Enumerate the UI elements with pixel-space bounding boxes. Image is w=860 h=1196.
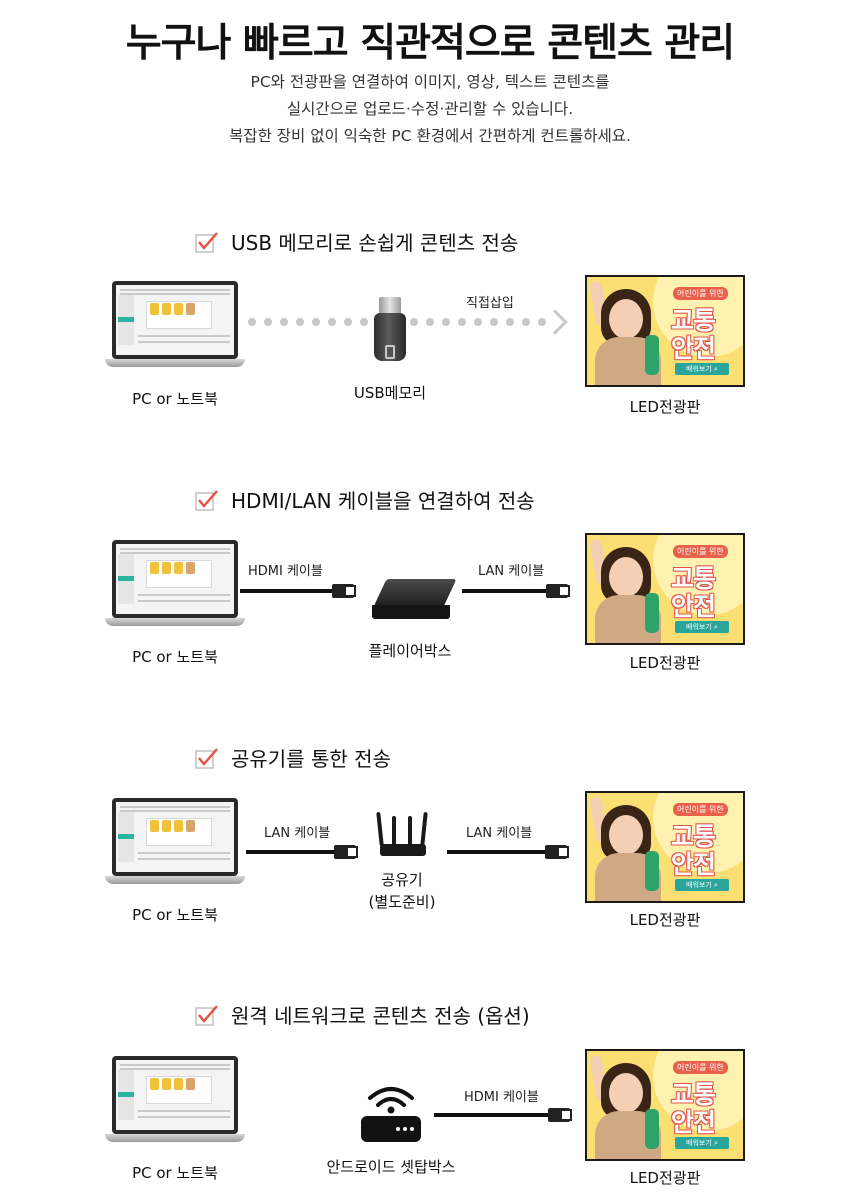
lan-cable-label: LAN 케이블 <box>478 564 545 579</box>
intro-line-2: 실시간으로 업로드·수정·관리할 수 있습니다. <box>286 100 574 118</box>
usb-stick-icon <box>373 297 407 369</box>
section-heading-text: HDMI/LAN 케이블을 연결하여 전송 <box>231 489 535 513</box>
checkbox-checked-icon <box>195 489 218 511</box>
led-screen-button: 배워보기 ⌕ <box>675 1137 729 1149</box>
checkbox-checked-icon <box>195 1004 218 1026</box>
section-heading-text: USB 메모리로 손쉽게 콘텐츠 전송 <box>231 231 519 255</box>
led-screen-button: 배워보기 ⌕ <box>675 621 729 633</box>
led-screen-button: 배워보기 ⌕ <box>675 363 729 375</box>
led-label: LED전광판 <box>629 911 701 929</box>
led-signboard-image: 어린이를 위한 교통 안전 배워보기 ⌕ <box>585 1049 745 1161</box>
section-usb-heading: USB 메모리로 손쉽게 콘텐츠 전송 <box>195 227 518 256</box>
laptop-icon <box>105 798 245 886</box>
intro-line-3: 복잡한 장비 없이 익숙한 PC 환경에서 간편하게 컨트롤하세요. <box>229 127 631 145</box>
led-signboard-image: 어린이를 위한 교통 안전 배워보기 ⌕ <box>585 791 745 903</box>
led-label: LED전광판 <box>629 654 701 672</box>
pc-label: PC or 노트북 <box>132 1164 218 1182</box>
led-screen-line2: 안전 <box>671 334 716 363</box>
pc-label: PC or 노트북 <box>132 648 218 666</box>
led-screen-tag: 어린이를 위한 <box>673 545 728 558</box>
lan-cable-label: LAN 케이블 <box>264 826 331 841</box>
router-label: 공유기 <box>381 871 423 889</box>
led-screen-line2: 안전 <box>671 1108 716 1137</box>
arrow-label: 직접삽입 <box>466 296 514 311</box>
hdmi-cable-label: HDMI 케이블 <box>464 1090 539 1105</box>
hdmi-cable-icon <box>240 582 356 602</box>
checkbox-checked-icon <box>195 747 218 769</box>
laptop-icon <box>105 281 245 369</box>
led-signboard-image: 어린이를 위한 교통 안전 배워보기 ⌕ <box>585 533 745 645</box>
pc-label: PC or 노트북 <box>132 390 218 408</box>
section-cable-heading: HDMI/LAN 케이블을 연결하여 전송 <box>195 485 535 514</box>
lan-cable-icon <box>447 843 569 863</box>
page-title: 누구나 빠르고 직관적으로 콘텐츠 관리 <box>125 21 735 66</box>
android-settop-box-icon <box>360 1086 422 1144</box>
pc-label: PC or 노트북 <box>132 906 218 924</box>
dotted-arrow-icon <box>248 309 578 338</box>
hdmi-cable-label: HDMI 케이블 <box>248 564 323 579</box>
lan-cable-icon <box>462 582 570 602</box>
section-heading-text: 공유기를 통한 전송 <box>231 747 391 771</box>
settop-box-label: 안드로이드 셋탑박스 <box>326 1158 456 1176</box>
player-box-label: 플레이어박스 <box>368 642 452 660</box>
section-remote-heading: 원격 네트워크로 콘텐츠 전송 (옵션) <box>195 1000 530 1029</box>
led-signboard-image: 어린이를 위한 교통 안전 배워보기 ⌕ <box>585 275 745 387</box>
led-screen-line2: 안전 <box>671 592 716 621</box>
led-screen-tag: 어린이를 위한 <box>673 803 728 816</box>
led-screen-line2: 안전 <box>671 850 716 879</box>
led-screen-line1: 교통 <box>671 822 716 851</box>
router-note: (별도준비) <box>368 893 436 911</box>
checkbox-checked-icon <box>195 231 218 253</box>
intro-line-1: PC와 전광판을 연결하여 이미지, 영상, 텍스트 콘텐츠를 <box>250 73 610 91</box>
laptop-icon <box>105 1056 245 1144</box>
wifi-icon <box>368 1087 414 1114</box>
laptop-icon <box>105 540 245 628</box>
led-screen-tag: 어린이를 위한 <box>673 1061 728 1074</box>
lan-cable-label: LAN 케이블 <box>466 826 533 841</box>
led-label: LED전광판 <box>629 1169 701 1187</box>
led-screen-tag: 어린이를 위한 <box>673 287 728 300</box>
led-screen-line1: 교통 <box>671 564 716 593</box>
led-label: LED전광판 <box>629 398 701 416</box>
usb-label: USB메모리 <box>353 384 427 402</box>
section-router-heading: 공유기를 통한 전송 <box>195 743 391 772</box>
lan-cable-icon <box>246 843 358 863</box>
led-screen-button: 배워보기 ⌕ <box>675 879 729 891</box>
player-box-icon <box>372 573 457 623</box>
router-icon <box>376 811 430 858</box>
led-screen-line1: 교통 <box>671 1080 716 1109</box>
hdmi-cable-icon <box>434 1106 572 1126</box>
section-heading-text: 원격 네트워크로 콘텐츠 전송 (옵션) <box>231 1004 530 1028</box>
led-screen-line1: 교통 <box>671 306 716 335</box>
